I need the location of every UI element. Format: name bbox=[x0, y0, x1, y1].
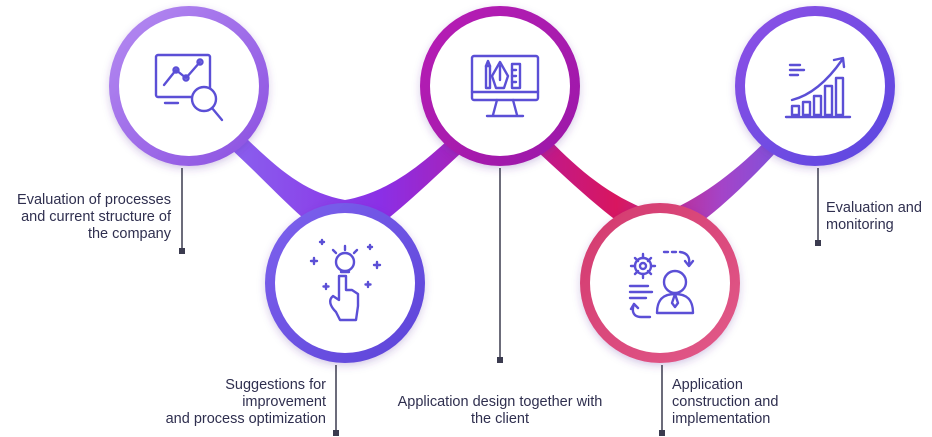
developer-gear-icon bbox=[628, 250, 695, 319]
step-1-label: Evaluation of processes and current stru… bbox=[0, 192, 171, 243]
step-3-circle bbox=[420, 6, 580, 166]
step-4-label-line-3: implementation bbox=[672, 411, 771, 427]
step-5-label: Evaluation and monitoring bbox=[826, 200, 932, 234]
growth-chart-icon bbox=[784, 56, 852, 119]
marker-5 bbox=[815, 240, 821, 246]
step-4-label-line-2: construction and bbox=[672, 394, 779, 410]
step-2-label-line-1: Suggestions for bbox=[225, 377, 326, 393]
step-1-circle bbox=[109, 6, 269, 166]
step-5-circle bbox=[735, 6, 895, 166]
marker-3 bbox=[497, 357, 503, 363]
step-1-label-line-2: and current structure of bbox=[21, 209, 171, 225]
step-2-label: Suggestions for improvement and process … bbox=[120, 377, 326, 428]
step-3-label-line-1: Application design together with bbox=[397, 394, 603, 410]
step-1-label-line-1: Evaluation of processes bbox=[17, 192, 171, 208]
marker-1 bbox=[179, 248, 185, 254]
step-3-label: Application design together with the cli… bbox=[370, 394, 630, 428]
design-monitor-icon bbox=[470, 54, 540, 118]
step-1-label-line-3: the company bbox=[87, 226, 171, 242]
step-4-label: Application construction and implementat… bbox=[672, 377, 832, 428]
step-4-circle bbox=[580, 203, 740, 363]
step-4-label-line-1: Application bbox=[672, 377, 743, 393]
connector-lines bbox=[181, 168, 819, 432]
marker-4 bbox=[659, 430, 665, 436]
step-3-label-line-2: the client bbox=[470, 411, 530, 427]
marker-2 bbox=[333, 430, 339, 436]
step-2-label-line-3: and process optimization bbox=[165, 411, 326, 427]
step-5-label-line-2: monitoring bbox=[826, 217, 894, 233]
analytics-magnifier-icon bbox=[154, 53, 224, 122]
step-2-label-line-2: improvement bbox=[242, 394, 326, 410]
idea-hand-icon bbox=[309, 238, 382, 322]
step-5-label-line-1: Evaluation and bbox=[826, 200, 922, 216]
connector-markers bbox=[179, 240, 821, 436]
